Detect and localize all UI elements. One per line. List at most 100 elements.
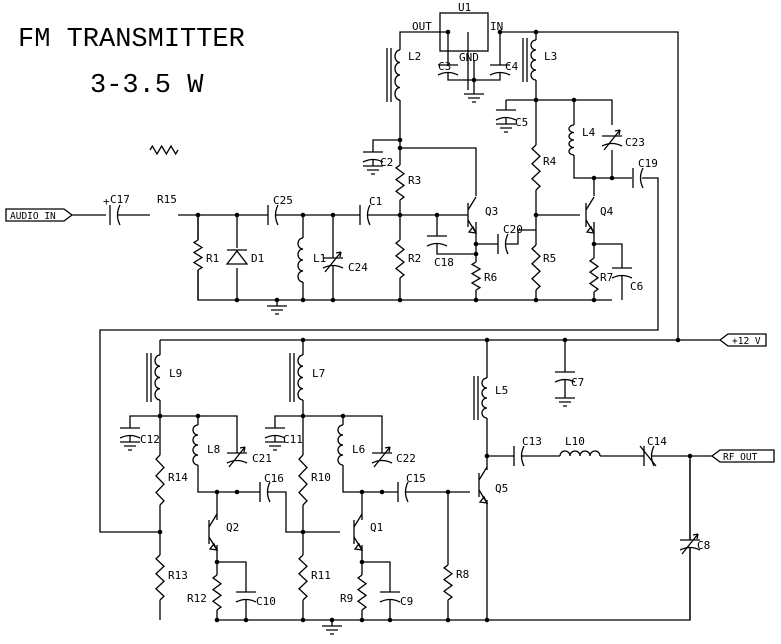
junction-dot <box>157 413 163 419</box>
resistor-r9 <box>356 574 368 611</box>
label-c12: C12 <box>140 433 160 446</box>
label-c13: C13 <box>522 435 542 448</box>
junction-dot <box>445 29 451 35</box>
junction-dot <box>359 489 365 495</box>
junction-dot <box>300 212 306 218</box>
resistor-r2 <box>394 239 406 279</box>
trimmer-c8 <box>679 533 701 555</box>
supply-port[interactable]: +12 V <box>718 333 767 347</box>
inductor-l2 <box>386 48 404 102</box>
label-c2: C2 <box>380 156 393 169</box>
trimmer-c14 <box>639 445 657 467</box>
resistor-r10 <box>297 454 309 506</box>
capacitor-c12 <box>119 427 141 439</box>
junction-dot <box>591 175 597 181</box>
junction-dot <box>234 212 240 218</box>
junction-dot <box>330 297 336 303</box>
junction-dot <box>434 212 440 218</box>
label-l9: L9 <box>169 367 182 380</box>
junction-dot <box>497 29 503 35</box>
ground-c2 <box>363 160 383 175</box>
resistor-r14 <box>154 454 166 506</box>
resistor-r8 <box>442 564 454 601</box>
label-r13: R13 <box>168 569 188 582</box>
inductor-l7 <box>289 353 307 402</box>
transistor-q5 <box>478 466 489 504</box>
label-r6: R6 <box>484 271 497 284</box>
junction-dot <box>157 529 163 535</box>
capacitor-c6 <box>611 267 633 279</box>
inductor-l1 <box>297 237 307 283</box>
rf-out-label: RF OUT <box>723 452 758 463</box>
regulator-label: U1 <box>458 1 471 14</box>
junction-dot <box>397 145 403 151</box>
capacitor-c1 <box>359 204 371 226</box>
label-r14: R14 <box>168 471 188 484</box>
junction-dot <box>591 297 597 303</box>
capacitor-c17 <box>109 204 121 226</box>
diode-d1 <box>225 248 249 268</box>
supply-label: +12 V <box>732 336 761 347</box>
label-c16: C16 <box>264 472 284 485</box>
junction-dot <box>473 251 479 257</box>
rf-out-port[interactable]: RF OUT <box>710 449 775 463</box>
junctions <box>157 29 693 623</box>
label-r7: R7 <box>600 271 613 284</box>
label-c17: C17 <box>110 193 130 206</box>
resistor-r13 <box>154 554 166 601</box>
inductor-l10 <box>559 449 601 457</box>
label-r4: R4 <box>543 155 557 168</box>
transistor-q3 <box>467 196 478 234</box>
label-l6: L6 <box>352 443 365 456</box>
capacitor-c7 <box>554 371 576 383</box>
transistor-q2 <box>208 513 219 551</box>
label-d1: D1 <box>251 252 264 265</box>
transistor-q1 <box>353 513 364 551</box>
junction-dot <box>340 413 346 419</box>
label-r3: R3 <box>408 174 421 187</box>
junction-dot <box>214 489 220 495</box>
capacitor-c15 <box>397 481 409 503</box>
junction-dot <box>359 617 365 623</box>
junction-dot <box>687 453 693 459</box>
ground-c11 <box>265 436 285 451</box>
inductor-l8 <box>192 424 202 466</box>
label-q1: Q1 <box>370 521 383 534</box>
inductor-l5 <box>473 376 491 420</box>
label-l4: L4 <box>582 126 596 139</box>
transistor-q4 <box>585 196 596 234</box>
junction-dot <box>484 617 490 623</box>
label-r10: R10 <box>311 471 331 484</box>
resistor-r3 <box>394 164 406 201</box>
junction-dot <box>471 77 477 83</box>
capacitor-c9 <box>379 591 401 603</box>
junction-dot <box>234 297 240 303</box>
label-c23: C23 <box>625 136 645 149</box>
label-c11: C11 <box>283 433 303 446</box>
label-l3: L3 <box>544 50 557 63</box>
capacitor-c2 <box>362 151 384 163</box>
junction-dot <box>243 617 249 623</box>
capacitor-c5 <box>495 109 517 121</box>
junction-dot <box>387 617 393 623</box>
junction-dot <box>562 337 568 343</box>
audio-in-port[interactable]: AUDIO IN <box>5 208 74 222</box>
capacitor-c4 <box>489 64 511 76</box>
junction-dot <box>300 529 306 535</box>
label-c8: C8 <box>697 539 710 552</box>
label-l7: L7 <box>312 367 325 380</box>
junction-dot <box>675 337 681 343</box>
label-c4: C4 <box>505 60 519 73</box>
junction-dot <box>359 559 365 565</box>
junction-dot <box>195 212 201 218</box>
capacitor-c10 <box>235 591 257 603</box>
capacitor-c13 <box>513 445 525 467</box>
regulator-u1 <box>439 12 489 52</box>
resistor-r12 <box>211 574 223 611</box>
ground-c12 <box>120 436 140 451</box>
junction-dot <box>330 212 336 218</box>
junction-dot <box>195 413 201 419</box>
junction-dot <box>473 297 479 303</box>
label-l1: L1 <box>313 252 326 265</box>
